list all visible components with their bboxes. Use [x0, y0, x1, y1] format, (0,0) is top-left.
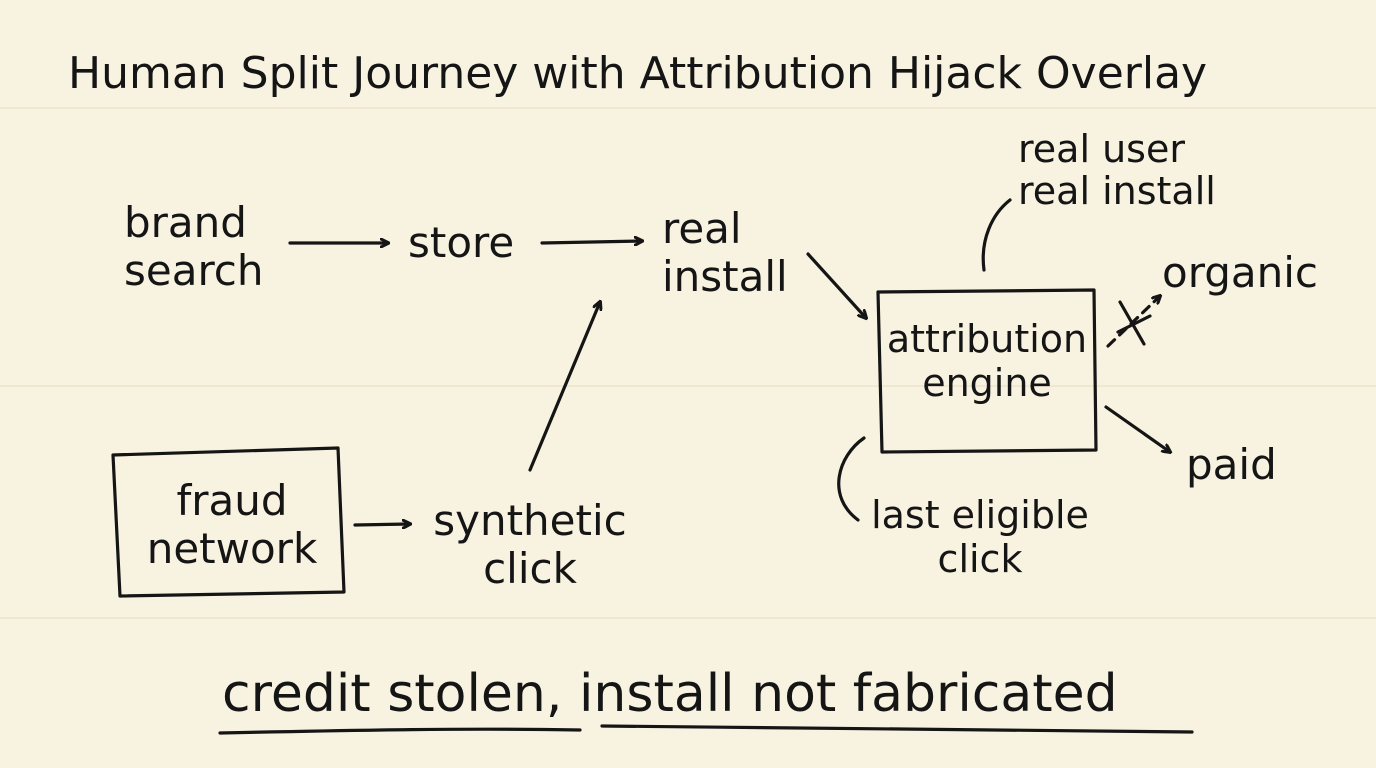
arrow-fraud-to-synthetic [353, 524, 410, 525]
node-store: store [408, 218, 515, 267]
node-brand-search-line2: search [124, 246, 264, 295]
fraud-network-box [111, 446, 346, 598]
node-paid: paid [1186, 440, 1277, 489]
node-real-install-line1: real [662, 204, 742, 253]
node-real-install-line2: install [662, 252, 788, 301]
arrow-engine-to-paid [1104, 405, 1170, 452]
conclusion-underline-2 [600, 724, 1194, 734]
arrow-store-to-real-install [540, 241, 642, 243]
annotation-real-user: real user real install [1018, 130, 1216, 210]
annotation-last-eligible-line1: last eligible [871, 493, 1089, 537]
paper-rules [0, 107, 1376, 619]
diagram-title: Human Split Journey with Attribution Hij… [68, 48, 1208, 99]
annotation-last-eligible: last eligible click [860, 496, 1100, 578]
annotation-real-user-line1: real user [1018, 127, 1185, 171]
node-fraud-network-line2: network [146, 524, 318, 573]
arrow-engine-to-organic-blocked [1106, 296, 1160, 348]
node-attribution-engine-line2: engine [922, 361, 1052, 405]
node-brand-search: brand search [124, 202, 264, 292]
leader-real-user [981, 198, 1012, 272]
node-fraud-network: fraud network [124, 480, 340, 570]
annotation-last-eligible-line2: click [937, 537, 1023, 581]
conclusion-text: credit stolen, install not fabricated [222, 664, 1118, 724]
arrow-synthetic-to-real-install [528, 302, 600, 472]
cross-out-mark [1116, 300, 1152, 346]
node-attribution-engine-line1: attribution [886, 317, 1088, 361]
arrow-real-install-to-engine [806, 252, 866, 318]
node-brand-search-line1: brand [124, 198, 247, 247]
leader-last-eligible [837, 436, 866, 522]
node-synthetic-click-line2: click [483, 544, 577, 593]
annotation-real-user-line2: real install [1018, 169, 1216, 213]
node-attribution-engine: attribution engine [884, 320, 1090, 402]
node-synthetic-click-line1: synthetic [433, 496, 627, 545]
conclusion-underline [218, 727, 582, 735]
attribution-engine-box [876, 288, 1098, 454]
node-fraud-network-line1: fraud [176, 476, 288, 525]
node-synthetic-click: synthetic click [428, 500, 632, 590]
node-real-install: real install [662, 208, 788, 298]
node-organic: organic [1162, 248, 1319, 297]
